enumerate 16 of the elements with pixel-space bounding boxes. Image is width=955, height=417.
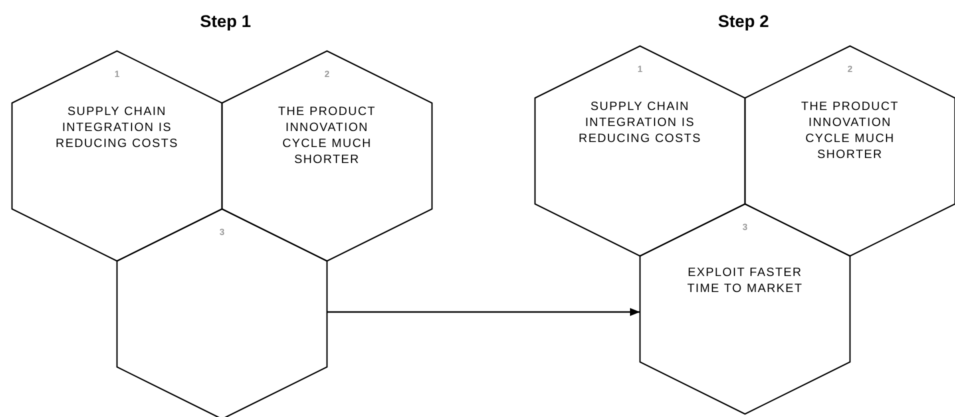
hexagon-box xyxy=(117,209,327,417)
step-heading: Step 2 xyxy=(718,12,770,32)
hexagon-text: EXPLOIT FASTER TIME TO MARKET xyxy=(686,264,804,296)
hexagon-number: 3 xyxy=(741,222,748,232)
hexagon-number: 1 xyxy=(113,69,120,79)
hexagon-text: THE PRODUCT INNOVATION CYCLE MUCH SHORTER xyxy=(277,103,377,167)
hexagon-number: 1 xyxy=(636,64,644,74)
hexagon-number: 2 xyxy=(323,69,330,79)
hexagon-number: 3 xyxy=(218,227,226,237)
hexagon-text: THE PRODUCT INNOVATION CYCLE MUCH SHORTER xyxy=(800,98,900,162)
step-heading: Step 1 xyxy=(200,12,252,32)
arrow xyxy=(327,308,640,316)
hexagon-box xyxy=(640,204,850,414)
hexagon-text: SUPPLY CHAIN INTEGRATION IS REDUCING COSTS xyxy=(54,103,180,151)
hexagon-number: 2 xyxy=(846,64,854,74)
hexagon-text: SUPPLY CHAIN INTEGRATION IS REDUCING COSTS xyxy=(578,98,702,146)
